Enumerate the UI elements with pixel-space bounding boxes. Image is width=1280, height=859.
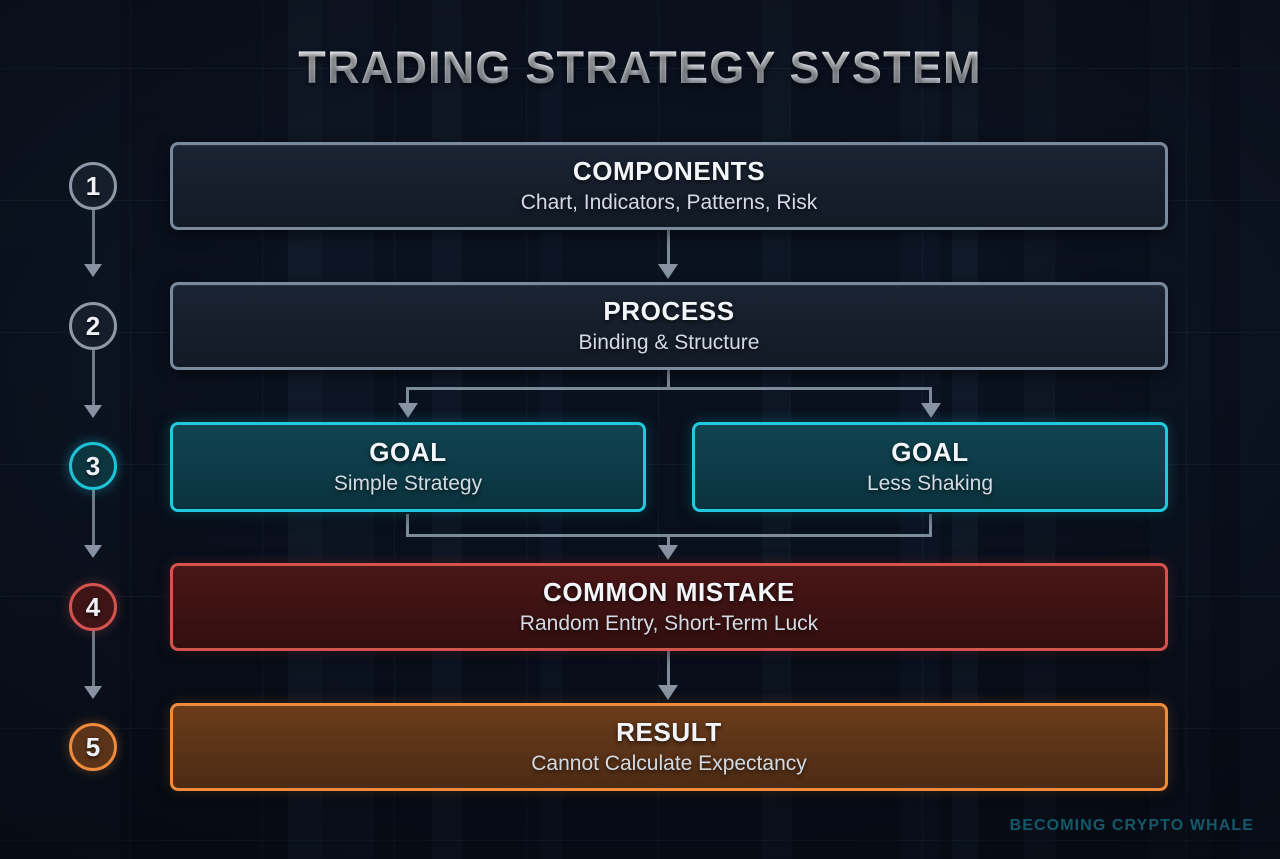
rail-segment-4-5 [92,631,95,693]
node-result-subtitle: Cannot Calculate Expectancy [531,751,807,775]
step-number-3: 3 [85,450,101,481]
rail-segment-1-2 [92,210,95,270]
node-components-subtitle: Chart, Indicators, Patterns, Risk [520,190,818,214]
arrow-merge-to-mistake [658,545,678,560]
step-number-5: 5 [85,731,101,762]
rail-segment-3-4 [92,490,95,552]
node-process-title: PROCESS [603,295,735,326]
connector-process-branch-bar [406,387,932,390]
connector-merge-right-rise [929,514,932,536]
node-process-subtitle: Binding & Structure [578,330,760,354]
arrow-components-process [658,264,678,279]
node-components[interactable]: COMPONENTS Chart, Indicators, Patterns, … [170,142,1168,230]
watermark: BECOMING CRYPTO WHALE [1009,817,1254,834]
node-result[interactable]: RESULT Cannot Calculate Expectancy [170,703,1168,791]
connector-branch-left-drop [406,387,409,409]
node-goal-right[interactable]: GOAL Less Shaking [692,422,1168,512]
connector-merge-left-rise [406,514,409,536]
node-common-mistake[interactable]: COMMON MISTAKE Random Entry, Short-Term … [170,563,1168,651]
step-circle-1[interactable]: 1 [69,162,117,210]
rail-arrow-4 [84,545,102,558]
step-number-2: 2 [85,310,101,341]
rail-arrow-3 [84,405,102,418]
node-goal-right-subtitle: Less Shaking [866,471,994,495]
step-circle-3[interactable]: 3 [69,442,117,490]
arrow-branch-left [398,403,418,418]
node-goal-left[interactable]: GOAL Simple Strategy [170,422,646,512]
step-number-1: 1 [85,170,101,201]
node-components-title: COMPONENTS [572,155,766,186]
rail-arrow-5 [84,686,102,699]
step-circle-4[interactable]: 4 [69,583,117,631]
node-process[interactable]: PROCESS Binding & Structure [170,282,1168,370]
step-number-4: 4 [85,591,101,622]
node-goal-right-title: GOAL [891,436,969,467]
rail-segment-2-3 [92,350,95,412]
connector-mistake-result [667,651,670,691]
node-goal-left-subtitle: Simple Strategy [333,471,483,495]
node-result-title: RESULT [616,716,722,747]
connector-process-branch-stem [667,369,670,389]
node-common-mistake-title: COMMON MISTAKE [542,576,795,607]
arrow-branch-right [921,403,941,418]
connector-components-process [667,229,670,271]
arrow-mistake-result [658,685,678,700]
connector-merge-stem [667,534,670,552]
node-goal-left-title: GOAL [369,436,447,467]
connector-branch-right-drop [929,387,932,409]
page-title: TRADING STRATEGY SYSTEM [0,42,1280,94]
step-circle-2[interactable]: 2 [69,302,117,350]
node-common-mistake-subtitle: Random Entry, Short-Term Luck [519,611,819,635]
rail-arrow-2 [84,264,102,277]
step-circle-5[interactable]: 5 [69,723,117,771]
